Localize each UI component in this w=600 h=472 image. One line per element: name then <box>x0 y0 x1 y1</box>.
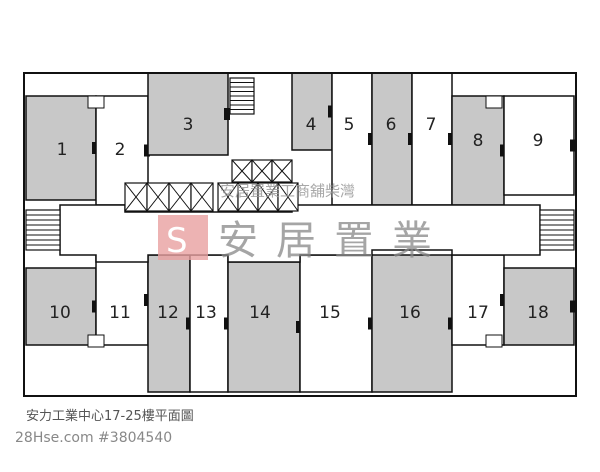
unit-label-16: 16 <box>399 303 421 323</box>
column <box>144 144 150 157</box>
lift-cross-icon <box>237 182 259 212</box>
unit-label-6: 6 <box>386 115 397 135</box>
unit-18 <box>503 267 575 346</box>
unit-label-4: 4 <box>306 115 317 135</box>
unit-label-18: 18 <box>527 303 549 323</box>
lift-cross-icon <box>168 182 192 212</box>
column <box>224 108 230 120</box>
unit-label-12: 12 <box>157 303 179 323</box>
unit-label-13: 13 <box>195 303 217 323</box>
unit-9 <box>503 95 575 196</box>
door-box <box>87 334 105 348</box>
unit-label-10: 10 <box>49 303 71 323</box>
column <box>570 300 576 313</box>
unit-label-5: 5 <box>344 115 355 135</box>
unit-4 <box>291 72 333 151</box>
unit-12 <box>147 254 191 393</box>
column <box>186 317 192 330</box>
door-box <box>87 95 105 109</box>
unit-label-11: 11 <box>109 303 131 323</box>
column <box>448 133 454 145</box>
unit-label-1: 1 <box>57 140 68 160</box>
column <box>92 142 98 154</box>
door-box <box>485 334 503 348</box>
watermark-line: 安居置業工商舖柴灣 <box>220 182 355 200</box>
column <box>92 300 98 313</box>
watermark-logo-icon <box>158 215 208 260</box>
column <box>448 317 454 330</box>
watermark: 安居置業工商舖柴灣 S 安居置業 <box>158 182 450 264</box>
lift-cross-icon <box>231 159 253 183</box>
column <box>570 139 576 152</box>
lift-cross-icon <box>217 182 239 212</box>
unit-label-9: 9 <box>533 131 544 151</box>
unit-5 <box>331 72 373 206</box>
lift-cross-icon <box>251 159 273 183</box>
unit-8 <box>451 95 505 206</box>
lift-cross-icon <box>146 182 170 212</box>
lift-cross-icon <box>271 159 293 183</box>
unit-label-17: 17 <box>467 303 489 323</box>
lift-cross-icon <box>190 182 214 212</box>
unit-16 <box>371 254 453 393</box>
column <box>500 144 506 157</box>
building-outline <box>23 72 577 397</box>
unit-3 <box>147 72 229 156</box>
column <box>144 294 150 306</box>
lift-cross-icon <box>277 182 299 212</box>
column <box>408 133 414 145</box>
watermark-logo-glyph: S <box>166 221 188 261</box>
column <box>368 133 374 145</box>
unit-label-14: 14 <box>249 303 271 323</box>
unit-17 <box>451 254 505 346</box>
unit-7 <box>411 72 453 206</box>
listing-source: 28Hse.com #3804540 <box>15 430 173 446</box>
door-box <box>485 95 503 109</box>
column <box>368 317 374 330</box>
unit-6 <box>371 72 413 206</box>
unit-10 <box>25 267 97 346</box>
watermark-logo-text: 安居置業 <box>218 218 450 264</box>
floor-plan-caption: 安力工業中心17-25樓平面圖 <box>26 409 194 424</box>
lift-cross-icon <box>124 182 148 212</box>
unit-14 <box>227 261 301 393</box>
column <box>328 105 334 118</box>
column <box>224 317 230 330</box>
unit-label-3: 3 <box>183 115 194 135</box>
column <box>296 321 302 333</box>
unit-label-7: 7 <box>426 115 437 135</box>
lift-cross-icon <box>257 182 279 212</box>
column <box>500 294 506 306</box>
unit-label-8: 8 <box>473 131 484 151</box>
unit-13 <box>189 254 229 393</box>
unit-11 <box>95 254 149 346</box>
unit-15 <box>299 254 373 393</box>
unit-1 <box>25 95 97 201</box>
unit-label-15: 15 <box>319 303 341 323</box>
unit-label-2: 2 <box>115 140 126 160</box>
